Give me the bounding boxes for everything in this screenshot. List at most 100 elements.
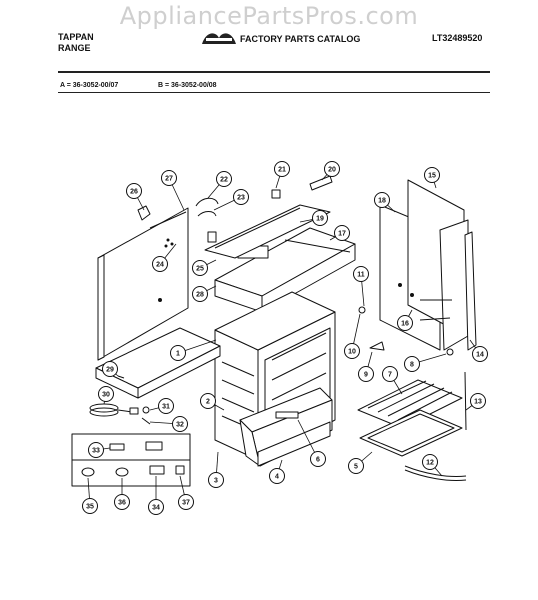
- callout-circle: [148, 499, 164, 515]
- callout-number: 3: [214, 478, 218, 485]
- callout-8: 8: [404, 356, 420, 372]
- callout-24: 24: [152, 256, 168, 272]
- top-components: [195, 175, 333, 243]
- brand-line-1: TAPPAN: [58, 32, 94, 42]
- callout-16: 16: [397, 315, 413, 331]
- callout-circle: [344, 343, 360, 359]
- callout-5: 5: [348, 458, 364, 474]
- callout-number: 28: [196, 292, 204, 299]
- callout-circle: [126, 183, 142, 199]
- callout-circle: [348, 458, 364, 474]
- broiler-pan: [359, 409, 463, 457]
- callout-circle: [82, 498, 98, 514]
- callout-circle: [233, 189, 249, 205]
- callout-10: 10: [344, 343, 360, 359]
- callout-circle: [216, 171, 232, 187]
- callout-circle: [158, 398, 174, 414]
- callout-13: 13: [470, 393, 486, 409]
- callout-number: 8: [410, 362, 414, 369]
- callout-number: 34: [152, 505, 160, 512]
- callout-number: 32: [176, 422, 184, 429]
- callout-11: 11: [353, 266, 369, 282]
- catalog-title: FACTORY PARTS CATALOG: [240, 34, 361, 44]
- callout-circle: [208, 472, 224, 488]
- vent-channel: [204, 204, 331, 259]
- callout-2: 2: [200, 393, 216, 409]
- callout-circle: [424, 167, 440, 183]
- callout-circle: [397, 315, 413, 331]
- callout-26: 26: [126, 183, 142, 199]
- callout-number: 12: [426, 460, 434, 467]
- callout-circle: [161, 170, 177, 186]
- callout-number: 19: [316, 216, 324, 223]
- callout-circle: [274, 161, 290, 177]
- callout-number: 26: [130, 189, 138, 196]
- callout-number: 30: [102, 392, 110, 399]
- door-seal: [404, 465, 467, 481]
- callout-number: 27: [165, 176, 173, 183]
- callout-circle: [310, 451, 326, 467]
- callout-28: 28: [192, 286, 208, 302]
- callout-circle: [358, 366, 374, 382]
- burner-rod: [464, 371, 467, 431]
- connector-parts: [358, 306, 454, 356]
- model-b: B = 36-3052-00/08: [158, 82, 217, 89]
- callout-number: 33: [92, 448, 100, 455]
- callout-17: 17: [334, 225, 350, 241]
- callout-14: 14: [472, 346, 488, 362]
- callout-layer: 1234567891011121314151617181920212223242…: [82, 161, 488, 515]
- callout-circle: [374, 192, 390, 208]
- callout-number: 13: [474, 399, 482, 406]
- callout-circle: [170, 345, 186, 361]
- control-panel: [95, 327, 221, 399]
- callout-18: 18: [374, 192, 390, 208]
- callout-circle: [269, 468, 285, 484]
- callout-23: 23: [233, 189, 249, 205]
- callout-33: 33: [88, 442, 104, 458]
- callout-number: 1: [176, 351, 180, 358]
- callout-circle: [422, 454, 438, 470]
- callout-number: 6: [316, 457, 320, 464]
- callout-36: 36: [114, 494, 130, 510]
- callout-circle: [178, 494, 194, 510]
- callout-22: 22: [216, 171, 232, 187]
- oven-rack: [357, 379, 463, 429]
- callout-circle: [382, 366, 398, 382]
- callout-number: 15: [428, 173, 436, 180]
- callout-number: 31: [162, 404, 170, 411]
- callout-number: 7: [388, 372, 392, 379]
- callout-19: 19: [312, 210, 328, 226]
- callout-number: 10: [348, 349, 356, 356]
- callout-circle: [98, 386, 114, 402]
- back-panel: [97, 207, 189, 361]
- callout-circle: [312, 210, 328, 226]
- catalog-number: LT32489520: [432, 33, 483, 43]
- power-cord: [89, 403, 139, 417]
- callout-29: 29: [102, 361, 118, 377]
- callout-15: 15: [424, 167, 440, 183]
- callout-number: 17: [338, 231, 346, 238]
- callout-circle: [353, 266, 369, 282]
- callout-31: 31: [158, 398, 174, 414]
- callout-number: 29: [106, 367, 114, 374]
- callout-37: 37: [178, 494, 194, 510]
- callout-circle: [324, 161, 340, 177]
- side-panel: [379, 179, 469, 351]
- callout-circle: [472, 346, 488, 362]
- callout-4: 4: [269, 468, 285, 484]
- callout-number: 2: [206, 399, 210, 406]
- callout-circle: [192, 260, 208, 276]
- frigidaire-logo: [202, 33, 236, 44]
- callout-number: 36: [118, 500, 126, 507]
- header-rule: [58, 71, 490, 73]
- callout-3: 3: [208, 472, 224, 488]
- callout-30: 30: [98, 386, 114, 402]
- callout-circle: [88, 442, 104, 458]
- callout-number: 25: [196, 266, 204, 273]
- brand-line-2: RANGE: [58, 43, 91, 53]
- callout-number: 20: [328, 167, 336, 174]
- callout-number: 23: [237, 195, 245, 202]
- callout-number: 24: [156, 262, 164, 269]
- callout-circle: [172, 416, 188, 432]
- callout-21: 21: [274, 161, 290, 177]
